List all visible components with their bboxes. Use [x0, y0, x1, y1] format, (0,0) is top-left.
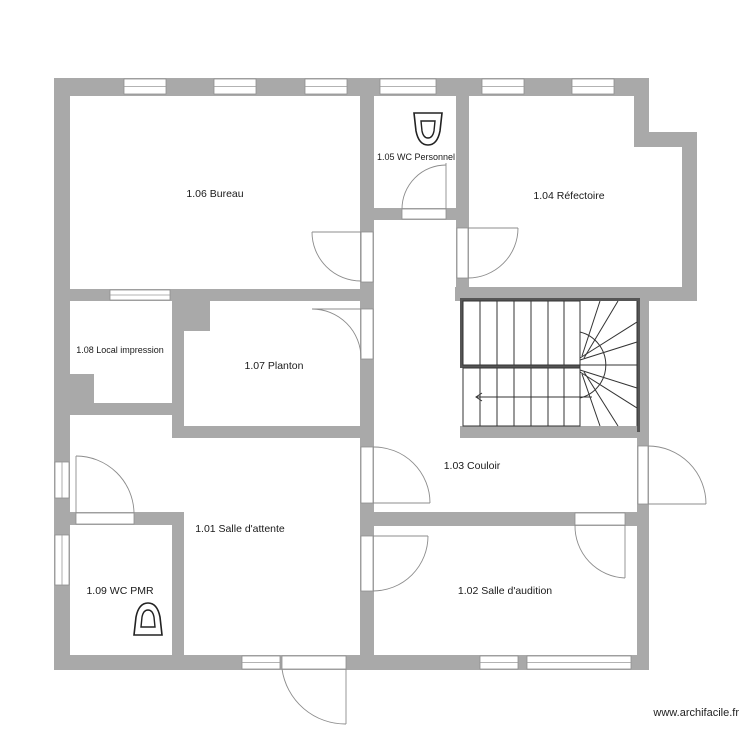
room-label-wc-pmr: 1.09 WC PMR: [86, 585, 154, 597]
stair-step: [479, 300, 498, 366]
room-label-planton: 1.07 Planton: [245, 360, 304, 372]
stair-step: [547, 300, 565, 366]
wall-planton-bottom: [172, 426, 374, 438]
room-label-couloir: 1.03 Couloir: [444, 460, 501, 472]
staircase: [460, 298, 640, 432]
door-opening: [360, 231, 374, 283]
door-opening: [360, 308, 374, 360]
door-opening: [360, 535, 374, 592]
room-labels: 1.06 Bureau 1.05 WC Personnel 1.04 Réfec…: [76, 152, 605, 597]
door-opening: [637, 445, 649, 505]
wall-local-bottom: [54, 403, 182, 415]
stair-step: [462, 300, 481, 366]
stair-winders: [579, 300, 638, 427]
stair-step: [496, 300, 515, 366]
door-opening: [574, 512, 626, 526]
room-label-salle-audition: 1.02 Salle d'audition: [458, 585, 552, 597]
stair-step: [530, 300, 549, 366]
room-label-local-impression: 1.08 Local impression: [76, 345, 164, 355]
wall-pier-planton: [172, 291, 210, 331]
stair-step: [563, 300, 581, 366]
outer-wall-refectoire-bottom: [455, 287, 697, 301]
room-label-salle-attente: 1.01 Salle d'attente: [195, 523, 285, 535]
room-label-refectoire: 1.04 Réfectoire: [533, 190, 604, 202]
stair-step: [513, 300, 532, 366]
toilet-icon: [133, 602, 163, 636]
walls: [54, 78, 697, 670]
watermark-credit: www.archifacile.fr: [652, 707, 739, 719]
wall-bureau-bottom: [54, 289, 374, 301]
room-label-bureau: 1.06 Bureau: [186, 188, 243, 200]
stair-direction-arrow: [475, 392, 592, 402]
outer-wall-notch-top: [634, 132, 697, 147]
windows: [54, 78, 632, 670]
stair-center-wall: [460, 365, 580, 368]
stair-outline-right: [637, 298, 640, 432]
stair-outline-left-top: [460, 298, 463, 368]
outer-wall-right-top: [634, 78, 649, 136]
outer-wall-notch-right: [682, 132, 697, 301]
door-opening: [401, 208, 447, 220]
door-opening: [281, 655, 347, 670]
wall-stair-bottom: [460, 426, 640, 438]
doors: [75, 163, 707, 725]
toilet-icon: [413, 112, 443, 146]
wall-wc-pmr-right: [172, 512, 184, 670]
stair-outline-top: [460, 298, 640, 301]
door-opening: [456, 227, 469, 279]
door-opening: [360, 446, 374, 504]
room-label-wc-personnel: 1.05 WC Personnel: [377, 152, 455, 162]
door-opening: [75, 512, 135, 525]
